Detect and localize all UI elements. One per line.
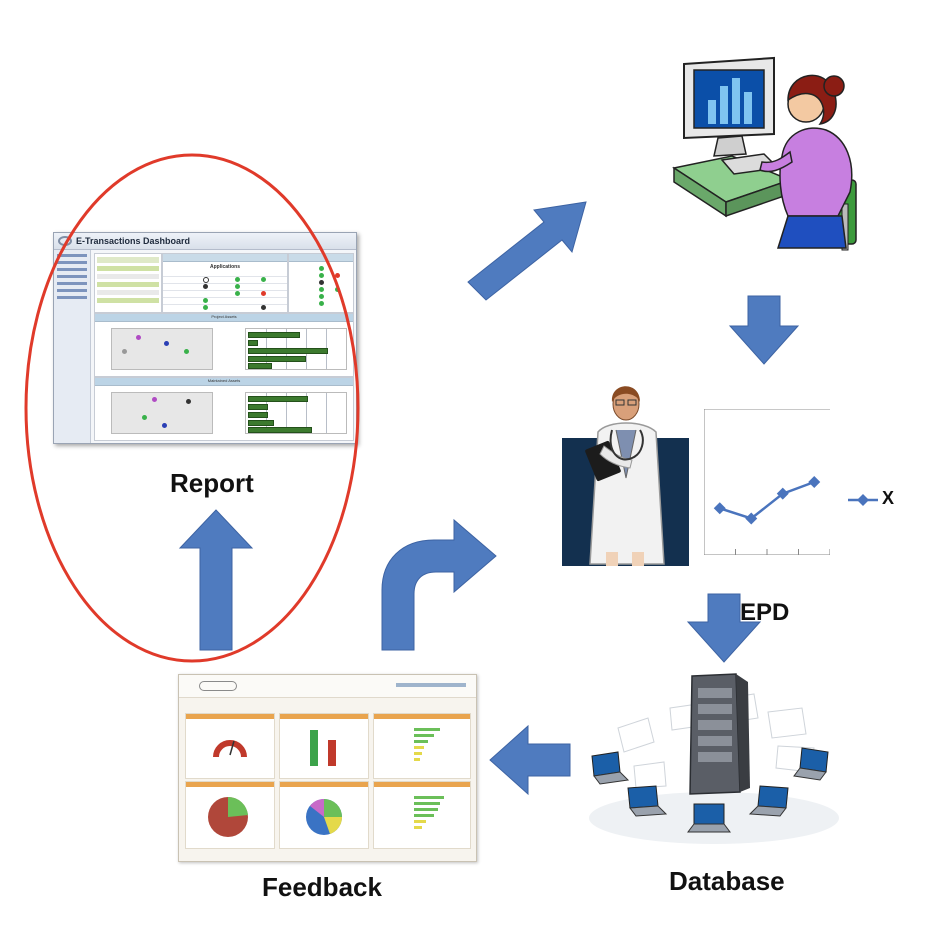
- feedback-logo-icon: [199, 681, 237, 691]
- epd-label: EPD: [740, 599, 790, 626]
- project-scatter: [111, 328, 213, 370]
- feedback-bar-tile: [373, 713, 471, 779]
- series-x-line: [719, 480, 815, 520]
- dashboard-kpi-panel: [94, 253, 162, 313]
- feedback-pie-tile-1: [185, 781, 275, 849]
- data-point-3: [776, 487, 789, 500]
- project-assets-header: Project Assets: [211, 314, 237, 319]
- dashboard-maintained-assets-panel: Maintained Assets: [94, 377, 354, 441]
- feedback-dashboard-screenshot: [178, 674, 477, 862]
- report-label: Report: [170, 468, 254, 498]
- dashboard-applications-panel: Applications: [162, 253, 288, 313]
- doctor-illustration: [585, 386, 665, 566]
- data-point-2: [745, 512, 758, 525]
- computer-user-illustration: [672, 56, 857, 251]
- chart-x-ticks: [735, 549, 830, 555]
- chart-legend: X: [848, 488, 908, 512]
- legend-series-name: X: [882, 488, 895, 508]
- feedback-label: Feedback: [262, 872, 382, 902]
- arrow-doctor-to-database: [686, 593, 762, 663]
- server-icon: [689, 673, 750, 795]
- arrow-database-to-feedback: [489, 724, 571, 796]
- maintained-bar-chart: [245, 392, 347, 434]
- database-label: Database: [669, 866, 785, 896]
- feedback-pie-tile-2: [279, 781, 369, 849]
- dashboard-sidebar: [54, 250, 91, 443]
- database-illustration: [589, 673, 839, 844]
- dashboard-titlebar: E-Transactions Dashboard: [54, 233, 356, 250]
- monitor-icon: [683, 56, 775, 157]
- gauge-icon: [213, 740, 247, 758]
- feedback-bar-tile-2: [373, 781, 471, 849]
- pie-chart-icon-2: [306, 799, 343, 835]
- arrow-report-to-user: [467, 201, 587, 301]
- feedback-header: [179, 675, 476, 698]
- data-point-4: [808, 476, 821, 488]
- applications-header: Applications: [209, 264, 240, 270]
- feedback-thermometer-tile: [279, 713, 369, 779]
- dashboard-project-assets-panel: Project Assets: [94, 313, 354, 377]
- report-dashboard-screenshot: E-Transactions Dashboard Applications: [53, 232, 357, 444]
- arrow-feedback-to-doctor: [381, 518, 497, 651]
- arrow-feedback-to-report: [178, 509, 254, 651]
- epd-line-chart: [704, 409, 830, 555]
- pie-chart-icon: [208, 796, 248, 837]
- project-bar-chart: [245, 328, 347, 370]
- data-point-1: [713, 502, 726, 515]
- legend-marker-icon: [848, 494, 878, 506]
- arrow-user-to-doctor: [728, 295, 800, 365]
- dashboard-window-title: E-Transactions Dashboard: [76, 236, 191, 246]
- laptop-icons: [591, 747, 829, 833]
- feedback-gauge-tile: [185, 713, 275, 779]
- maintained-scatter: [111, 392, 213, 434]
- maintained-assets-header: Maintained Assets: [207, 378, 241, 383]
